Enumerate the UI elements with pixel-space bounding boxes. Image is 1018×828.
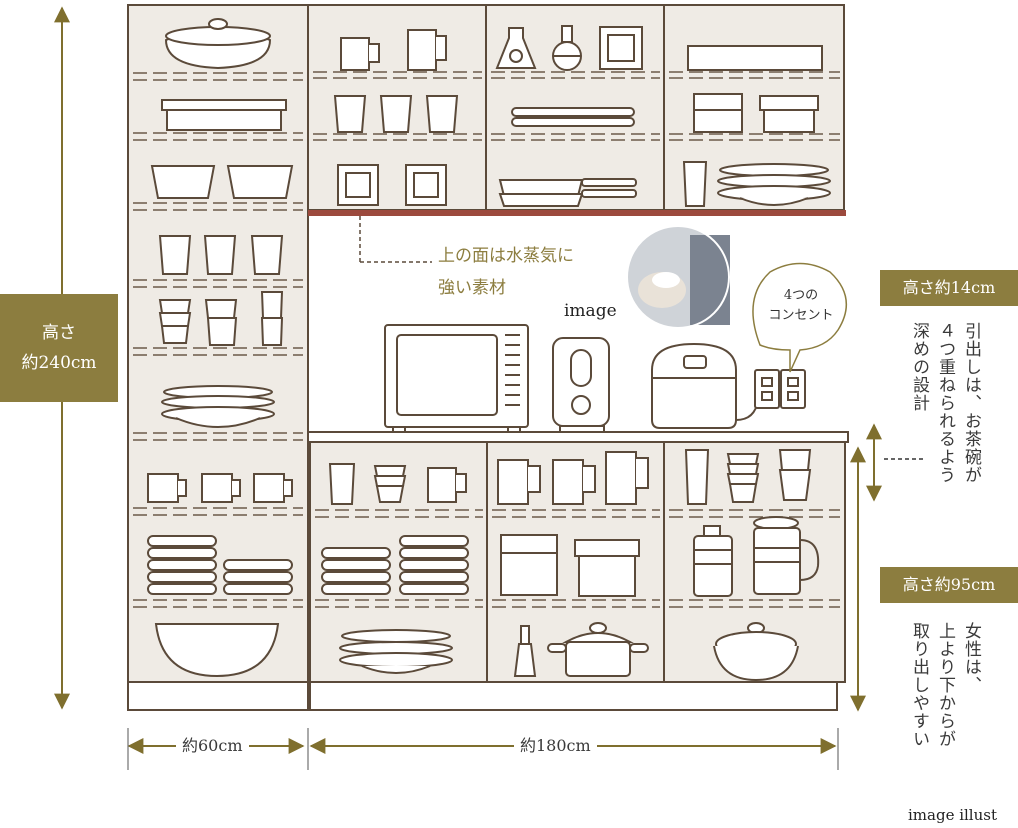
glass-icon (328, 449, 710, 505)
width-left-label: 約60cm (176, 736, 249, 756)
photo-caption: image (564, 301, 617, 321)
drawer-note: 引出しは、お茶碗が ４つ重ねられるよう 深めの設計 (909, 322, 981, 484)
right-upper-cabinet (307, 4, 846, 216)
container-icon (500, 534, 640, 597)
plate-stack-icon (339, 629, 453, 674)
covered-pot-icon (164, 18, 272, 70)
rice-cooker-icon (651, 342, 759, 429)
steam-resistant-strip (308, 210, 846, 216)
steam-photo (626, 225, 730, 329)
mug-icon (427, 451, 649, 505)
microwave-icon (384, 324, 529, 433)
outlet-speech-bubble (752, 262, 848, 373)
long-tray-icon (511, 45, 823, 127)
flask-icon (552, 25, 582, 71)
steam-note: 上の面は水蒸気に 強い素材 (438, 246, 574, 298)
cup-stack-icon (158, 291, 284, 346)
right-lower-cabinet (309, 441, 846, 711)
counter-area (307, 216, 849, 443)
mug-icon (340, 29, 447, 71)
pitcher-icon (753, 516, 820, 595)
square-plate-icon (337, 26, 643, 206)
height-counter-badge: 高さ約95cm (880, 567, 1018, 603)
covered-pot-icon (713, 622, 799, 682)
height-drawer-badge: 高さ約14cm (880, 270, 1018, 306)
plate-stack-icon (161, 385, 275, 428)
plate-stack-icon (717, 163, 831, 206)
mixing-bowl-icon (154, 623, 280, 678)
baking-dish-icon (161, 99, 287, 131)
power-outlet-icon (754, 369, 806, 409)
tray-stack-icon (147, 535, 293, 595)
bowl-icon (150, 165, 294, 199)
mug-icon (147, 473, 293, 503)
glass-icon (682, 161, 708, 207)
tray-stack-icon (321, 535, 469, 595)
counter-note: 女性は、 上より下からが 取り出しやすい (909, 622, 981, 748)
height-total-badge: 高さ 約240cm (0, 294, 118, 402)
glass-icon (333, 95, 459, 133)
toaster-icon (552, 337, 610, 433)
cup-stack-icon (373, 449, 812, 503)
casserole-icon (547, 622, 649, 677)
width-right-label: 約180cm (514, 736, 597, 756)
container-icon (693, 93, 819, 133)
footer-caption: image illust (908, 806, 997, 824)
frying-pan-icon (498, 178, 637, 207)
bottle-icon (693, 525, 733, 597)
countertop (307, 431, 849, 443)
outlet-bubble-label: 4つの コンセント (768, 288, 834, 323)
left-tall-cabinet (127, 4, 309, 711)
beaker-icon (495, 27, 537, 69)
glass-icon (158, 235, 284, 275)
bottle-icon (513, 625, 537, 677)
